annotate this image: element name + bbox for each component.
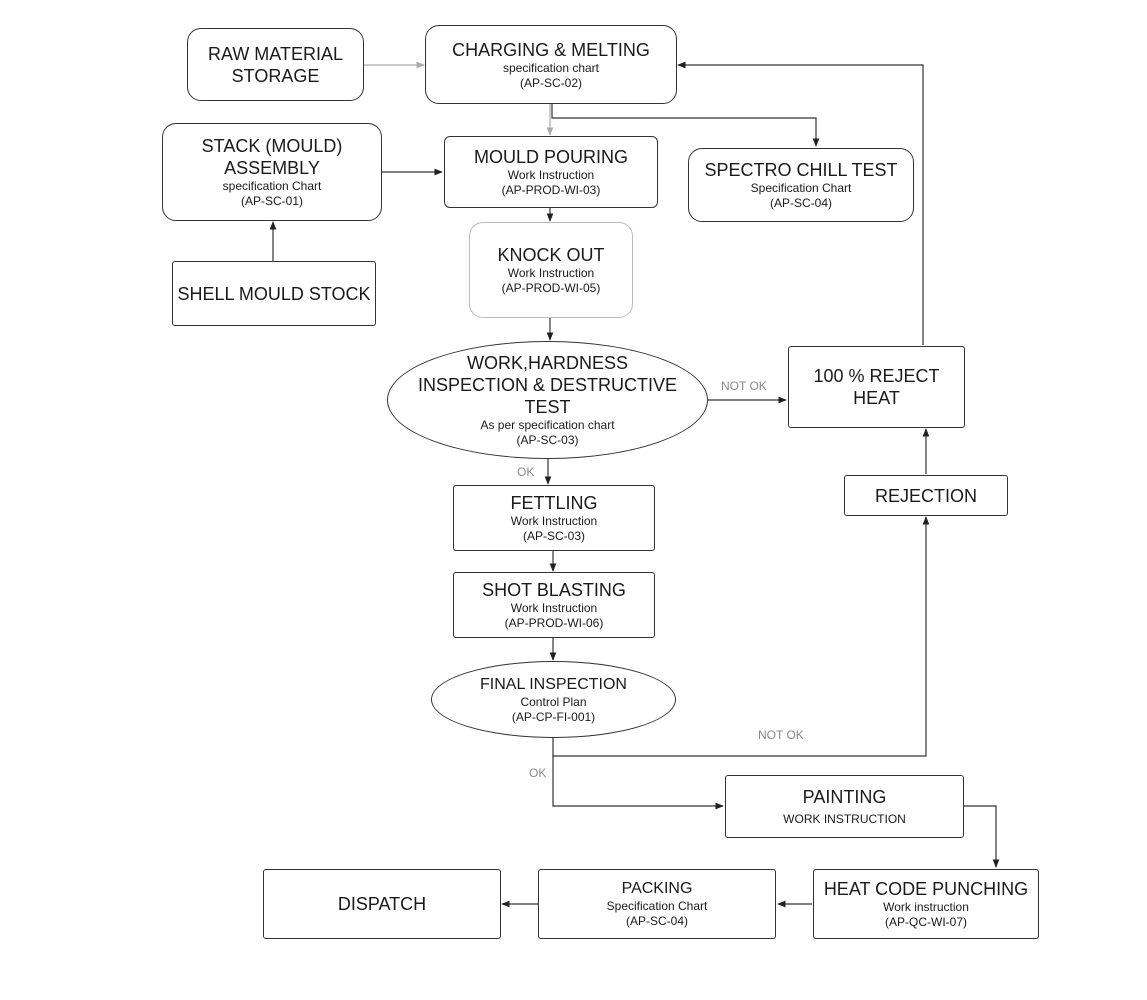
edge-label-not-ok: NOT OK bbox=[721, 379, 767, 393]
edge-painting-to-heatcode bbox=[964, 805, 1000, 868]
edge-final-to-rejection bbox=[552, 516, 930, 757]
node-charging-melting: CHARGING & MELTING specification chart (… bbox=[425, 25, 677, 104]
node-title: SHELL MOULD STOCK bbox=[177, 283, 371, 304]
node-knock-out: KNOCK OUT Work Instruction (AP-PROD-WI-0… bbox=[469, 222, 633, 318]
node-doc-type: specification Chart bbox=[222, 179, 322, 193]
node-raw-material-storage: RAW MATERIAL STORAGE bbox=[187, 28, 364, 101]
node-doc-type: Work Instruction bbox=[507, 168, 595, 182]
node-doc-type: Specification Chart bbox=[750, 181, 852, 195]
node-doc-ref: (AP-PROD-WI-05) bbox=[501, 281, 601, 295]
edge-label-ok: OK bbox=[517, 465, 535, 479]
node-doc-ref: (AP-SC-04) bbox=[625, 914, 688, 928]
node-title: MOULD POURING bbox=[473, 147, 628, 167]
node-doc-type: Work Instruction bbox=[510, 514, 598, 528]
node-doc-type: As per specification chart bbox=[480, 418, 615, 432]
node-mould-pouring: MOULD POURING Work Instruction (AP-PROD-… bbox=[444, 136, 658, 208]
node-doc-ref: (AP-SC-02) bbox=[519, 75, 582, 90]
node-shell-mould-stock: SHELL MOULD STOCK bbox=[172, 261, 376, 326]
node-doc-type: Specification Chart bbox=[606, 899, 708, 913]
node-doc-ref: (AP-CP-FI-001) bbox=[511, 709, 596, 724]
node-title: PACKING bbox=[621, 880, 693, 897]
node-doc-type: WORK INSTRUCTION bbox=[783, 812, 906, 826]
node-final-inspection: FINAL INSPECTION Control Plan (AP-CP-FI-… bbox=[431, 661, 676, 738]
node-stack-mould-assembly: STACK (MOULD) ASSEMBLY specification Cha… bbox=[162, 123, 382, 221]
node-doc-type: Work instruction bbox=[883, 900, 969, 914]
node-title: PAINTING bbox=[802, 787, 887, 807]
node-title: 100 % REJECT HEAT bbox=[813, 366, 940, 408]
edge-label-ok: OK bbox=[529, 766, 547, 780]
node-doc-type: specification chart bbox=[502, 60, 600, 75]
node-heat-code-punching: HEAT CODE PUNCHING Work instruction (AP-… bbox=[813, 869, 1039, 939]
node-doc-ref: (AP-SC-01) bbox=[240, 194, 303, 208]
node-title: RAW MATERIAL STORAGE bbox=[207, 43, 343, 86]
edge-reject-to-charging bbox=[677, 61, 924, 345]
node-doc-ref: (AP-SC-03) bbox=[516, 433, 579, 447]
node-doc-type: Work Instruction bbox=[507, 266, 595, 280]
node-title: CHARGING & MELTING bbox=[452, 39, 650, 60]
node-doc-ref: (AP-SC-04) bbox=[769, 196, 832, 210]
node-work-hardness-inspection: WORK,HARDNESS INSPECTION & DESTRUCTIVE T… bbox=[387, 341, 708, 459]
node-title: STACK (MOULD) ASSEMBLY bbox=[201, 136, 343, 178]
node-title: SPECTRO CHILL TEST bbox=[704, 160, 898, 180]
edge-final-to-painting bbox=[552, 756, 724, 810]
node-title: FINAL INSPECTION bbox=[480, 675, 627, 693]
node-doc-type: Work Instruction bbox=[510, 601, 598, 615]
node-reject-heat: 100 % REJECT HEAT bbox=[788, 346, 965, 428]
node-spectro-chill-test: SPECTRO CHILL TEST Specification Chart (… bbox=[688, 148, 914, 222]
node-doc-ref: (AP-SC-03) bbox=[522, 529, 585, 543]
node-dispatch: DISPATCH bbox=[263, 869, 501, 939]
node-title: DISPATCH bbox=[337, 894, 427, 914]
edge-charging-to-spectro bbox=[551, 104, 820, 147]
node-title: FETTLING bbox=[510, 493, 598, 513]
node-shot-blasting: SHOT BLASTING Work Instruction (AP-PROD-… bbox=[453, 572, 655, 638]
node-doc-ref: (AP-PROD-WI-03) bbox=[501, 183, 601, 197]
node-doc-ref: (AP-QC-WI-07) bbox=[885, 915, 967, 929]
node-rejection: REJECTION bbox=[844, 475, 1008, 516]
node-title: REJECTION bbox=[874, 485, 977, 506]
node-title: HEAT CODE PUNCHING bbox=[823, 879, 1029, 899]
edge-label-not-ok: NOT OK bbox=[758, 728, 804, 742]
node-title: KNOCK OUT bbox=[497, 245, 605, 265]
node-fettling: FETTLING Work Instruction (AP-SC-03) bbox=[453, 485, 655, 551]
node-title: SHOT BLASTING bbox=[482, 580, 626, 600]
node-painting: PAINTING WORK INSTRUCTION bbox=[725, 775, 964, 838]
node-title: WORK,HARDNESS INSPECTION & DESTRUCTIVE T… bbox=[417, 353, 678, 417]
node-doc-type: Control Plan bbox=[520, 694, 587, 709]
node-doc-ref: (AP-PROD-WI-06) bbox=[504, 616, 604, 630]
node-packing: PACKING Specification Chart (AP-SC-04) bbox=[538, 869, 776, 939]
